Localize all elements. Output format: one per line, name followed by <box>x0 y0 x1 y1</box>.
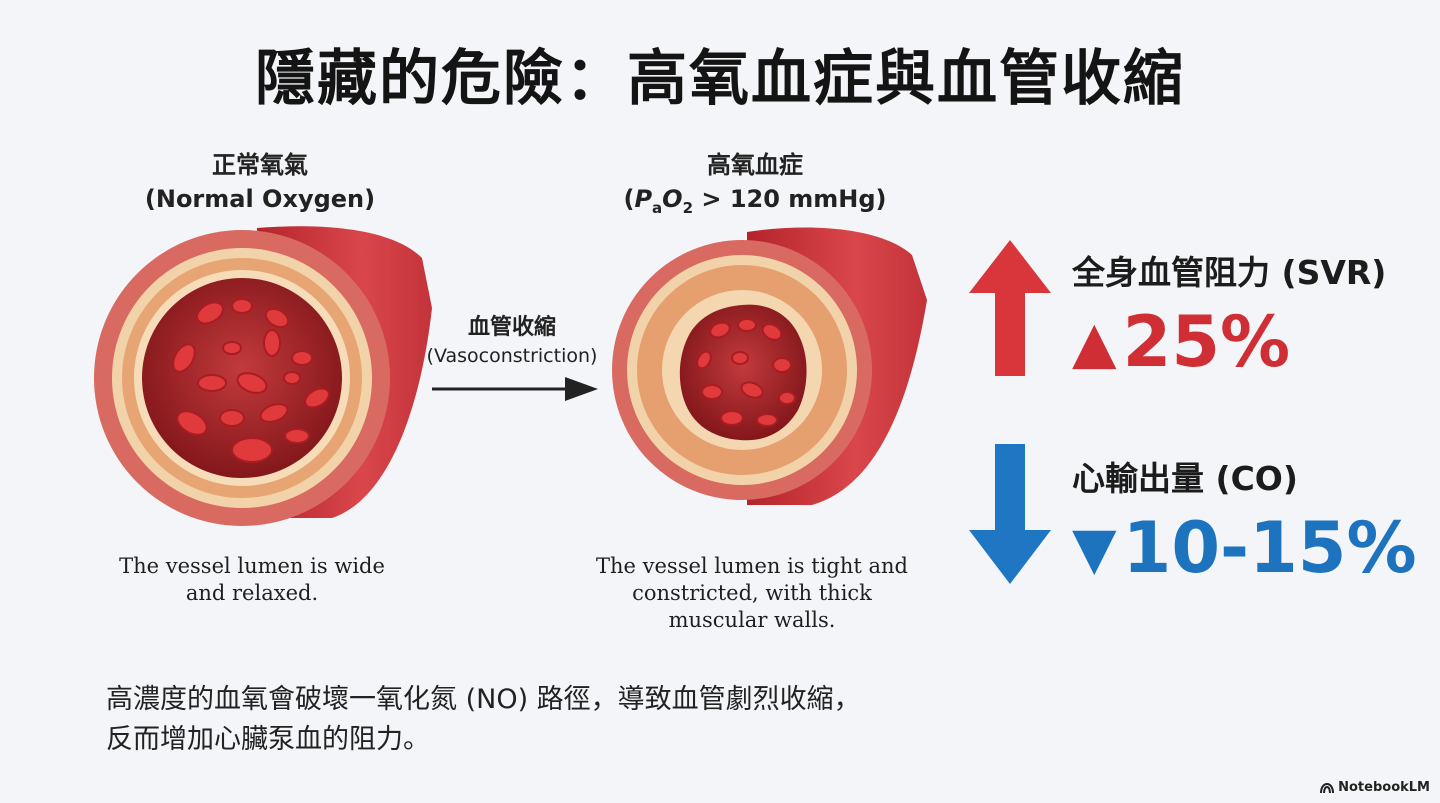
constricted-vessel-illustration <box>612 227 927 505</box>
triangle-down-icon: ▼ <box>1072 514 1117 582</box>
brand-name: NotebookLM <box>1338 780 1430 795</box>
svr-percent: 25% <box>1122 301 1291 383</box>
formula-sub-a: a <box>652 198 663 217</box>
footer-explanation: 高濃度的血氧會破壞一氧化氮 (NO) 路徑，導致血管劇烈收縮， 反而增加心臟泵血… <box>106 680 1006 760</box>
vasoconstriction-label-zh: 血管收縮 <box>467 315 556 340</box>
notebooklm-logo-icon <box>1320 782 1335 793</box>
normal-oxygen-label-zh: 正常氧氣 <box>212 151 308 179</box>
right-arrow-icon <box>432 377 598 401</box>
constricted-red-blood-cells <box>696 318 796 427</box>
normal-oxygen-label-en: (Normal Oxygen) <box>144 185 376 213</box>
co-value: ▼10-15% <box>1072 508 1417 588</box>
footer-line2: 反而增加心臟泵血的阻力。 <box>106 724 430 755</box>
up-arrow-icon <box>969 240 1051 376</box>
hyperoxia-label-zh: 高氧血症 <box>707 151 803 179</box>
normal-caption-line1: The vessel lumen is wide <box>119 554 385 578</box>
hyperoxia-label-formula: (PaO2 > 120 mmHg) <box>600 182 910 225</box>
formula-sub-2: 2 <box>682 198 693 217</box>
footer-line1: 高濃度的血氧會破壞一氧化氮 (NO) 路徑，導致血管劇烈收縮， <box>106 684 861 715</box>
vasoconstriction-label-en: (Vasoconstriction) <box>426 345 598 367</box>
constricted-caption-line2: constricted, with thick <box>632 581 872 605</box>
triangle-up-icon: ▲ <box>1072 308 1117 376</box>
hyperoxia-label: 高氧血症 (PaO2 > 120 mmHg) <box>600 148 910 225</box>
normal-caption-line2: and relaxed. <box>185 581 319 605</box>
brand-watermark: NotebookLM <box>1320 780 1430 795</box>
formula-open-paren: ( <box>623 185 635 213</box>
page-title: 隱藏的危險：高氧血症與血管收縮 <box>255 44 1185 114</box>
down-arrow-icon <box>969 444 1051 584</box>
normal-oxygen-label: 正常氧氣 (Normal Oxygen) <box>130 148 390 216</box>
co-percent: 10-15% <box>1122 507 1417 589</box>
formula-p: P <box>634 185 653 213</box>
svr-label: 全身血管阻力 (SVR) <box>1072 253 1387 292</box>
formula-o: O <box>662 185 683 213</box>
constricted-caption-line1: The vessel lumen is tight and <box>596 554 908 578</box>
constricted-vessel-caption: The vessel lumen is tight and constricte… <box>582 553 922 634</box>
co-label: 心輸出量 (CO) <box>1072 459 1298 498</box>
constricted-caption-line3: muscular walls. <box>668 608 836 632</box>
vasoconstriction-label: 血管收縮 (Vasoconstriction) <box>402 314 622 370</box>
normal-red-blood-cells <box>172 298 330 463</box>
normal-vessel-caption: The vessel lumen is wide and relaxed. <box>92 553 412 607</box>
svr-value: ▲25% <box>1072 302 1290 382</box>
normal-vessel-illustration <box>94 226 432 526</box>
formula-threshold: > 120 mmHg) <box>693 185 887 213</box>
